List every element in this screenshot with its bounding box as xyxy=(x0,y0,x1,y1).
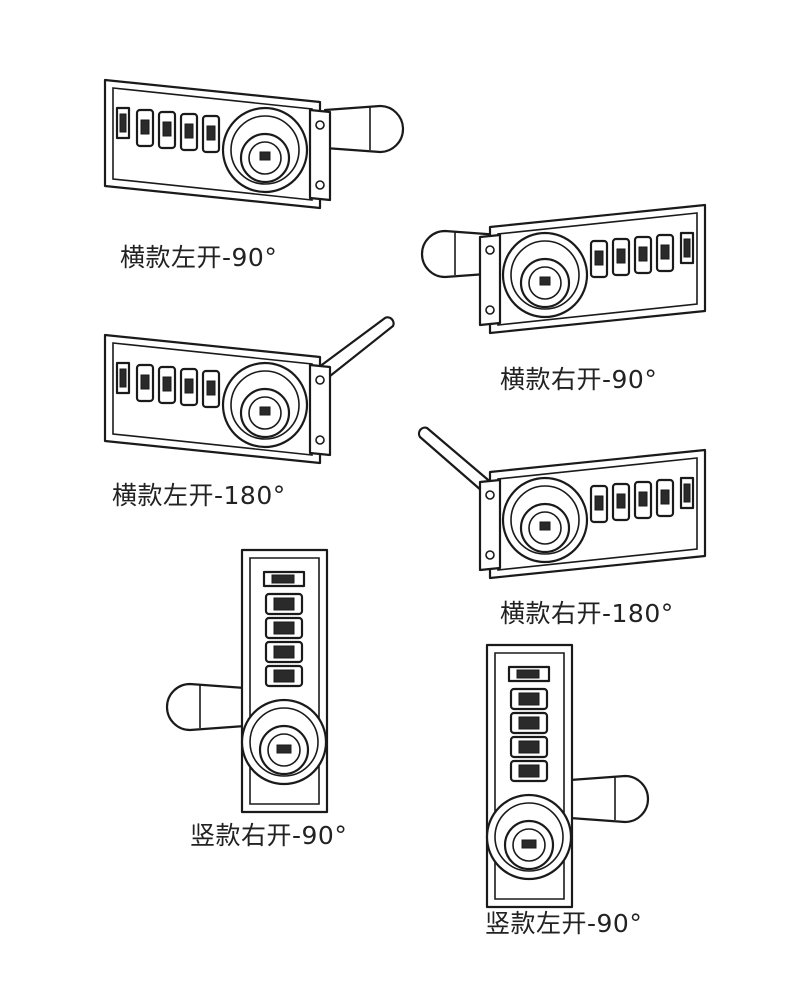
label-h-left-90: 横款左开-90° xyxy=(120,243,278,272)
label-h-right-180: 横款右开-180° xyxy=(500,599,674,628)
lock-v-right-90 xyxy=(165,548,329,814)
lock-h-left-180 xyxy=(103,316,395,465)
lock-h-right-180 xyxy=(417,426,707,580)
label-v-left-90: 竖款左开-90° xyxy=(485,909,643,938)
lock-h-right-90 xyxy=(420,203,707,335)
label-h-right-90: 横款右开-90° xyxy=(500,365,658,394)
lock-h-left-90 xyxy=(103,78,405,210)
label-h-left-180: 横款左开-180° xyxy=(112,481,286,510)
lock-v-left-90 xyxy=(485,643,650,909)
label-v-right-90: 竖款右开-90° xyxy=(190,821,348,850)
